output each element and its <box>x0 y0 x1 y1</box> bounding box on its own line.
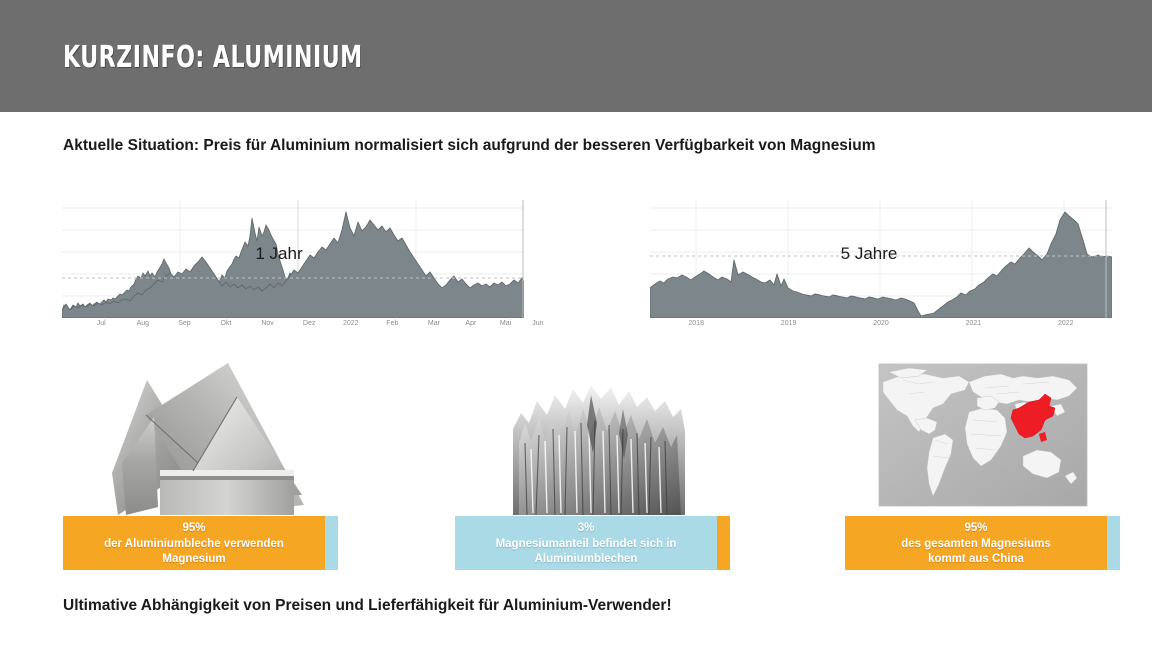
banner-percent: 3% <box>577 522 595 534</box>
axis-tick-label: Feb <box>386 320 399 327</box>
chart-one-year: 1 Jahr Jul Aug Sep Okt Nov Dez 2022 Feb … <box>62 200 544 338</box>
header-bar: KURZINFO: ALUMINIUM <box>0 0 1152 112</box>
panel-magnesium-crystals: 3% Magnesiumanteil befindet sich in Alum… <box>455 378 730 571</box>
page-title: KURZINFO: ALUMINIUM <box>63 40 363 75</box>
axis-tick-label: Aug <box>136 320 150 327</box>
chart-one-year-plot <box>62 200 524 318</box>
axis-tick-label: Jun <box>532 320 544 327</box>
banner-percent: 95% <box>964 522 988 534</box>
map-country-borders <box>902 379 1050 459</box>
axis-tick-label: Mar <box>427 320 440 327</box>
china-highlight-tail <box>1039 432 1047 442</box>
chart-five-years-svg <box>650 200 1112 318</box>
banner-line-2: Aluminiumblechen <box>534 553 638 565</box>
lead-paragraph: Aktuelle Situation: Preis für Aluminium … <box>63 137 876 154</box>
chart-five-years-series <box>650 211 1112 318</box>
axis-tick-label: 2022 <box>342 320 359 327</box>
axis-tick-label: Nov <box>261 320 274 327</box>
banner-line-1: der Aluminiumbleche verwenden <box>104 537 284 550</box>
chart-one-year-series <box>62 211 524 318</box>
axis-tick-label: Okt <box>220 320 232 327</box>
banner-accent-stripe <box>717 516 730 570</box>
axis-tick-label: 2018 <box>688 320 704 327</box>
banner-magnesium-crystals: 3% Magnesiumanteil befindet sich in Alum… <box>455 516 717 570</box>
world-map-china-highlight <box>873 360 1093 510</box>
axis-tick-label: Mai <box>499 320 512 327</box>
chart-one-year-svg <box>62 200 524 318</box>
banner-line-1: Magnesiumanteil befindet sich in <box>495 537 677 550</box>
axis-tick-label: Sep <box>178 320 191 327</box>
panel-world-map: 95% des gesamten Magnesiums kommt aus Ch… <box>845 360 1120 571</box>
banner-aluminium-sheets: 95% der Aluminiumbleche verwenden Magnes… <box>63 516 325 570</box>
axis-tick-label: Apr <box>465 320 477 327</box>
chart-five-years: 5 Jahre 2018 2019 2020 2021 2022 <box>650 200 1112 338</box>
map-landmasses <box>882 367 1078 497</box>
aluminium-sheets-photo <box>98 355 328 520</box>
chart-one-year-axis: Jul Aug Sep Okt Nov Dez 2022 Feb Mar Apr… <box>62 318 544 338</box>
axis-tick-label: Jul <box>96 320 106 327</box>
banner-line-2: kommt aus China <box>928 553 1024 565</box>
chart-five-years-axis: 2018 2019 2020 2021 2022 <box>650 318 1112 338</box>
banner-accent-stripe <box>1107 516 1120 570</box>
magnesium-crystals-photo <box>495 383 695 518</box>
axis-tick-label: 2022 <box>1058 320 1074 327</box>
china-highlight <box>1010 393 1056 439</box>
banner-line-1: des gesamten Magnesiums <box>901 537 1051 550</box>
axis-tick-label: 2020 <box>873 320 889 327</box>
axis-tick-label: 2021 <box>965 320 982 327</box>
banner-world-map: 95% des gesamten Magnesiums kommt aus Ch… <box>845 516 1107 570</box>
banner-percent: 95% <box>182 522 206 534</box>
panel-aluminium-sheets: 95% der Aluminiumbleche verwenden Magnes… <box>63 355 338 571</box>
axis-tick-label: Dez <box>302 320 316 327</box>
axis-tick-label: 2019 <box>780 320 797 327</box>
closing-paragraph: Ultimative Abhängigkeit von Preisen und … <box>63 597 672 614</box>
chart-five-years-plot <box>650 200 1112 318</box>
banner-line-2: Magnesium <box>162 553 226 565</box>
banner-accent-stripe <box>325 516 338 570</box>
